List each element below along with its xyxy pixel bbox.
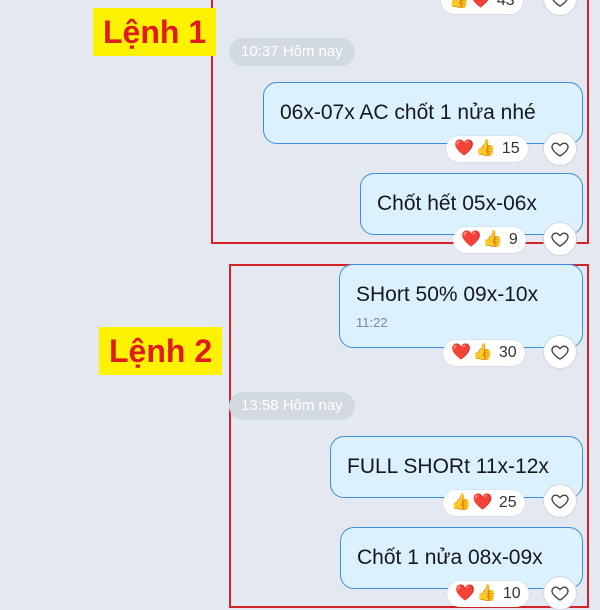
message-text: Chốt hết 05x-06x	[377, 192, 537, 215]
reaction-count: 15	[501, 140, 520, 157]
heart-outline-icon	[551, 142, 569, 157]
heart-emoji-icon: ❤️	[461, 231, 481, 248]
like-button[interactable]	[543, 576, 577, 610]
heart-emoji-icon: ❤️	[470, 0, 491, 9]
thumbs-up-emoji-icon: 👍	[482, 231, 503, 248]
time-divider: 13:58 Hôm nay	[229, 392, 355, 420]
thumbs-up-emoji-icon: 👍	[475, 140, 496, 157]
message-bubble[interactable]: Chốt hết 05x-06x	[360, 173, 583, 235]
reaction-count: 10	[502, 585, 521, 602]
like-button[interactable]	[543, 132, 577, 166]
like-button[interactable]	[543, 484, 577, 518]
like-button[interactable]	[543, 0, 577, 16]
reaction-summary[interactable]: ❤️ 👍 30	[443, 340, 525, 366]
message-bubble[interactable]: 06x-07x AC chốt 1 nửa nhé	[263, 82, 583, 144]
message-text: SHort 50% 09x-10x	[356, 282, 539, 306]
heart-emoji-icon: ❤️	[454, 140, 474, 157]
heart-emoji-icon: ❤️	[472, 494, 493, 511]
reaction-summary[interactable]: 👍 ❤️ 43	[441, 0, 523, 14]
heart-outline-icon	[552, 0, 568, 7]
heart-emoji-icon: ❤️	[455, 585, 475, 602]
reaction-summary[interactable]: 👍 ❤️ 25	[443, 490, 525, 516]
reaction-summary[interactable]: ❤️ 👍 10	[447, 581, 529, 607]
annotation-label-group-1: Lệnh 1	[93, 8, 217, 56]
reaction-count: 43	[496, 0, 515, 9]
reaction-count: 30	[498, 344, 517, 361]
thumbs-up-emoji-icon: 👍	[472, 344, 493, 361]
thumbs-up-emoji-icon: 👍	[476, 585, 497, 602]
annotation-label-group-2: Lệnh 2	[99, 327, 223, 375]
heart-outline-icon	[551, 232, 569, 247]
message-text: FULL SHORt 11x-12x	[347, 455, 549, 478]
like-button[interactable]	[543, 335, 577, 369]
like-button[interactable]	[543, 222, 577, 256]
reaction-summary[interactable]: ❤️ 👍 9	[453, 227, 526, 253]
thumbs-up-emoji-icon: 👍	[451, 494, 471, 511]
reaction-count: 9	[508, 231, 518, 248]
heart-outline-icon	[551, 586, 569, 601]
heart-outline-icon	[551, 345, 569, 360]
heart-emoji-icon: ❤️	[451, 344, 471, 361]
message-time: 11:22	[356, 314, 388, 330]
thumbs-up-emoji-icon: 👍	[449, 0, 469, 9]
message-text: 06x-07x AC chốt 1 nửa nhé	[280, 101, 536, 124]
message-bubble[interactable]: FULL SHORt 11x-12x	[330, 436, 583, 498]
reaction-summary[interactable]: ❤️ 👍 15	[446, 136, 528, 162]
message-text: Chốt 1 nửa 08x-09x	[357, 546, 543, 569]
message-bubble[interactable]: SHort 50% 09x-10x 11:22	[339, 264, 583, 348]
reaction-count: 25	[498, 494, 517, 511]
message-bubble[interactable]: Chốt 1 nửa 08x-09x	[340, 527, 583, 589]
heart-outline-icon	[551, 494, 569, 509]
time-divider: 10:37 Hôm nay	[229, 38, 355, 66]
